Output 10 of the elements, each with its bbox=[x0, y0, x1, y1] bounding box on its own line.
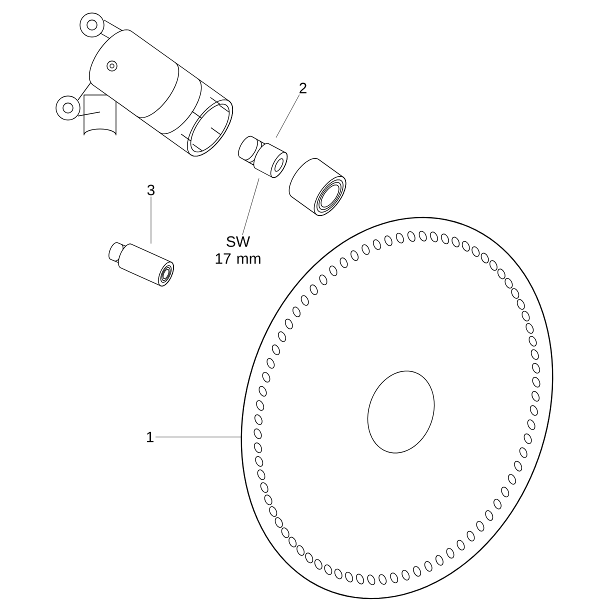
callout-number: 3 bbox=[147, 184, 155, 196]
leader-line bbox=[242, 178, 260, 236]
dimension-label: SW 17 mm bbox=[216, 236, 260, 264]
fitting-drawing bbox=[108, 242, 174, 286]
leader-line bbox=[150, 196, 152, 244]
callout-number: 2 bbox=[300, 82, 306, 94]
leader-line bbox=[276, 94, 300, 138]
leader-line bbox=[155, 436, 242, 438]
plug-drawing bbox=[238, 136, 288, 178]
callout-number: 1 bbox=[146, 432, 154, 442]
